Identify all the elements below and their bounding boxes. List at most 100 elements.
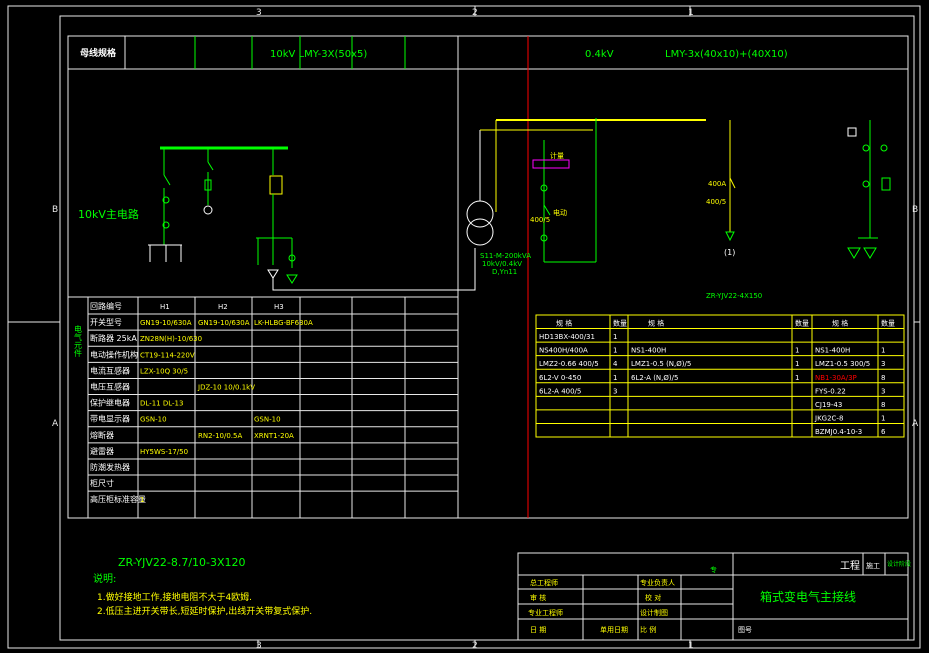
hv-cell: LZX-10Q 30/5 <box>140 367 188 375</box>
lv-cell: NB1-30A/3P <box>815 374 857 382</box>
transformer-line2: 10kV/0.4kV <box>482 260 522 268</box>
hv-cable: ZR-YJV22-8.7/10-3X120 <box>118 556 246 569</box>
lv-cell: 1 <box>795 360 799 368</box>
lv-cable: ZR-YJV22-4X150 <box>706 292 762 300</box>
lv-cell: 6L2-V 0-450 <box>539 374 581 382</box>
tb-checker: 校 对 <box>645 593 661 602</box>
lv-table-border <box>535 314 905 438</box>
zone-right-b: B <box>912 205 918 215</box>
hv-schematic <box>148 146 476 291</box>
hv-cell: GN19-10/630A <box>140 319 192 327</box>
tb-drawing-title: 箱式变电气主接线 <box>760 589 856 604</box>
tb-chief: 总工程师 <box>530 578 558 587</box>
note-1: 1.做好接地工作,接地电阻不大于4欧姆. <box>97 591 252 603</box>
lv-meter-label: 计量 <box>550 151 564 160</box>
lv-cell: 6 <box>881 428 886 436</box>
lv-cell: NS1-400H <box>815 347 850 355</box>
tb-project: 工程 <box>840 560 860 572</box>
lv-drive-label: 电动 <box>553 208 567 217</box>
lv-branch-ct2: 400/5 <box>706 198 726 206</box>
lv-cell: 3 <box>613 387 617 395</box>
lv-cell: NS400H/400A <box>539 347 588 355</box>
lv-cell: 6L2-A (N,Ø)/5 <box>631 374 678 382</box>
lv-cell: FYS-0.22 <box>815 387 846 395</box>
zone-top-3: 3 <box>256 8 262 18</box>
header-ticks <box>194 36 406 69</box>
hv-row-label: 防潮发热器 <box>90 462 130 472</box>
hv-cell: H2 <box>218 303 228 311</box>
hv-main-circuit: 10kV主电路 <box>78 208 139 221</box>
tb-stage-value: 设计阶段 <box>887 560 911 568</box>
tb-date: 日 期 <box>530 626 546 634</box>
lv-cell: 1 <box>613 374 617 382</box>
lv-cell: LMZ1-0.5 300/5 <box>815 360 870 368</box>
lv-cell: LMZ2-0.66 400/5 <box>539 360 599 368</box>
transformer-symbol <box>466 119 706 246</box>
zone-left-b: B <box>52 205 58 215</box>
hv-cell: JDZ-10 10/0.1kV <box>197 384 255 392</box>
lv-cell: 1 <box>795 374 799 382</box>
hv-row-label: 熔断器 <box>90 430 114 440</box>
hv-row-label: 开关型号 <box>90 317 122 327</box>
busbar-label: 母线规格 <box>80 47 117 59</box>
hv-cell: ZN28N(H)-10/630 <box>140 335 202 343</box>
hv-row-label: 高压柜标准容量 <box>90 494 146 504</box>
lv-header: 数量 <box>795 319 809 328</box>
hv-row-label: 断路器 25kA <box>90 333 137 343</box>
lv-cell: 1 <box>613 347 617 355</box>
zone-left-a: A <box>52 419 59 429</box>
transformer-line3: D,Yn11 <box>492 268 517 276</box>
tb-review: 审 核 <box>530 593 546 602</box>
lv-cell: 1 <box>795 347 799 355</box>
lv-cell: HD13BX-400/31 <box>539 333 595 341</box>
hv-row-label: 电压互感器 <box>90 382 130 392</box>
lv-cell: 4 <box>613 360 618 368</box>
lv-cell: 8 <box>881 374 885 382</box>
frame <box>7 5 921 649</box>
lv-capacitor <box>847 120 891 259</box>
lv-cell: 8 <box>881 401 885 409</box>
tb-ratio: 专业负责人 <box>640 578 675 587</box>
lv-header: 规 格 <box>832 319 848 328</box>
lv-cell: NS1-400H <box>631 347 666 355</box>
lv-cell: 1 <box>881 414 885 422</box>
hv-cell: XRNT1-20A <box>254 432 294 440</box>
hv-row-label: 回路编号 <box>90 301 122 311</box>
hv-cell: GSN-10 <box>140 416 167 424</box>
hv-cell: RN2-10/0.5A <box>198 432 242 440</box>
hv-cell: H1 <box>160 303 170 311</box>
hv-cell: LK-HLBG-BF630A <box>254 319 313 327</box>
main-grid <box>67 35 909 519</box>
hv-cell: HY5WS-17/50 <box>140 448 188 456</box>
tb-design: 设计制图 <box>640 608 668 617</box>
zone-top-2: 2 <box>472 8 478 18</box>
hv-table-grid <box>88 313 458 492</box>
lv-incomer <box>532 118 597 263</box>
lv-cell: 1 <box>613 333 617 341</box>
hv-cell: H3 <box>274 303 284 311</box>
lv-ct-label: 400/5 <box>530 216 550 224</box>
hv-row-label: 保护继电器 <box>90 398 130 408</box>
tb-dept: 专业工程师 <box>528 608 563 617</box>
lv-feeder <box>725 120 736 242</box>
hv-row-label: 避雷器 <box>90 446 114 456</box>
hv-cell: GSN-10 <box>254 416 281 424</box>
lv-header: 规 格 <box>648 319 664 328</box>
zone-right-a: A <box>912 419 919 429</box>
lv-cell: CJ19-43 <box>815 401 842 409</box>
lv-cell: BZMJ0.4-10-3 <box>815 428 862 436</box>
hv-group-label: 电气元件 <box>74 324 83 358</box>
hv-spec: 10kV LMY-3X(50x5) <box>270 49 367 60</box>
tb-sheet-no: 图号 <box>738 626 752 634</box>
hv-row-label: 带电显示器 <box>90 414 130 424</box>
transformer-line1: S11-M-200kVA <box>480 252 531 260</box>
note-2: 2.低压主进开关带长,短延时保护,出线开关带复式保护. <box>97 605 312 617</box>
lv-cell: JKG2C-8 <box>814 414 843 422</box>
zone-bottom-3: 3 <box>256 641 262 651</box>
lv-header: 数量 <box>881 319 895 328</box>
lv-spec: LMY-3x(40x10)+(40X10) <box>665 49 788 60</box>
zone-top-1: 1 <box>688 8 694 18</box>
